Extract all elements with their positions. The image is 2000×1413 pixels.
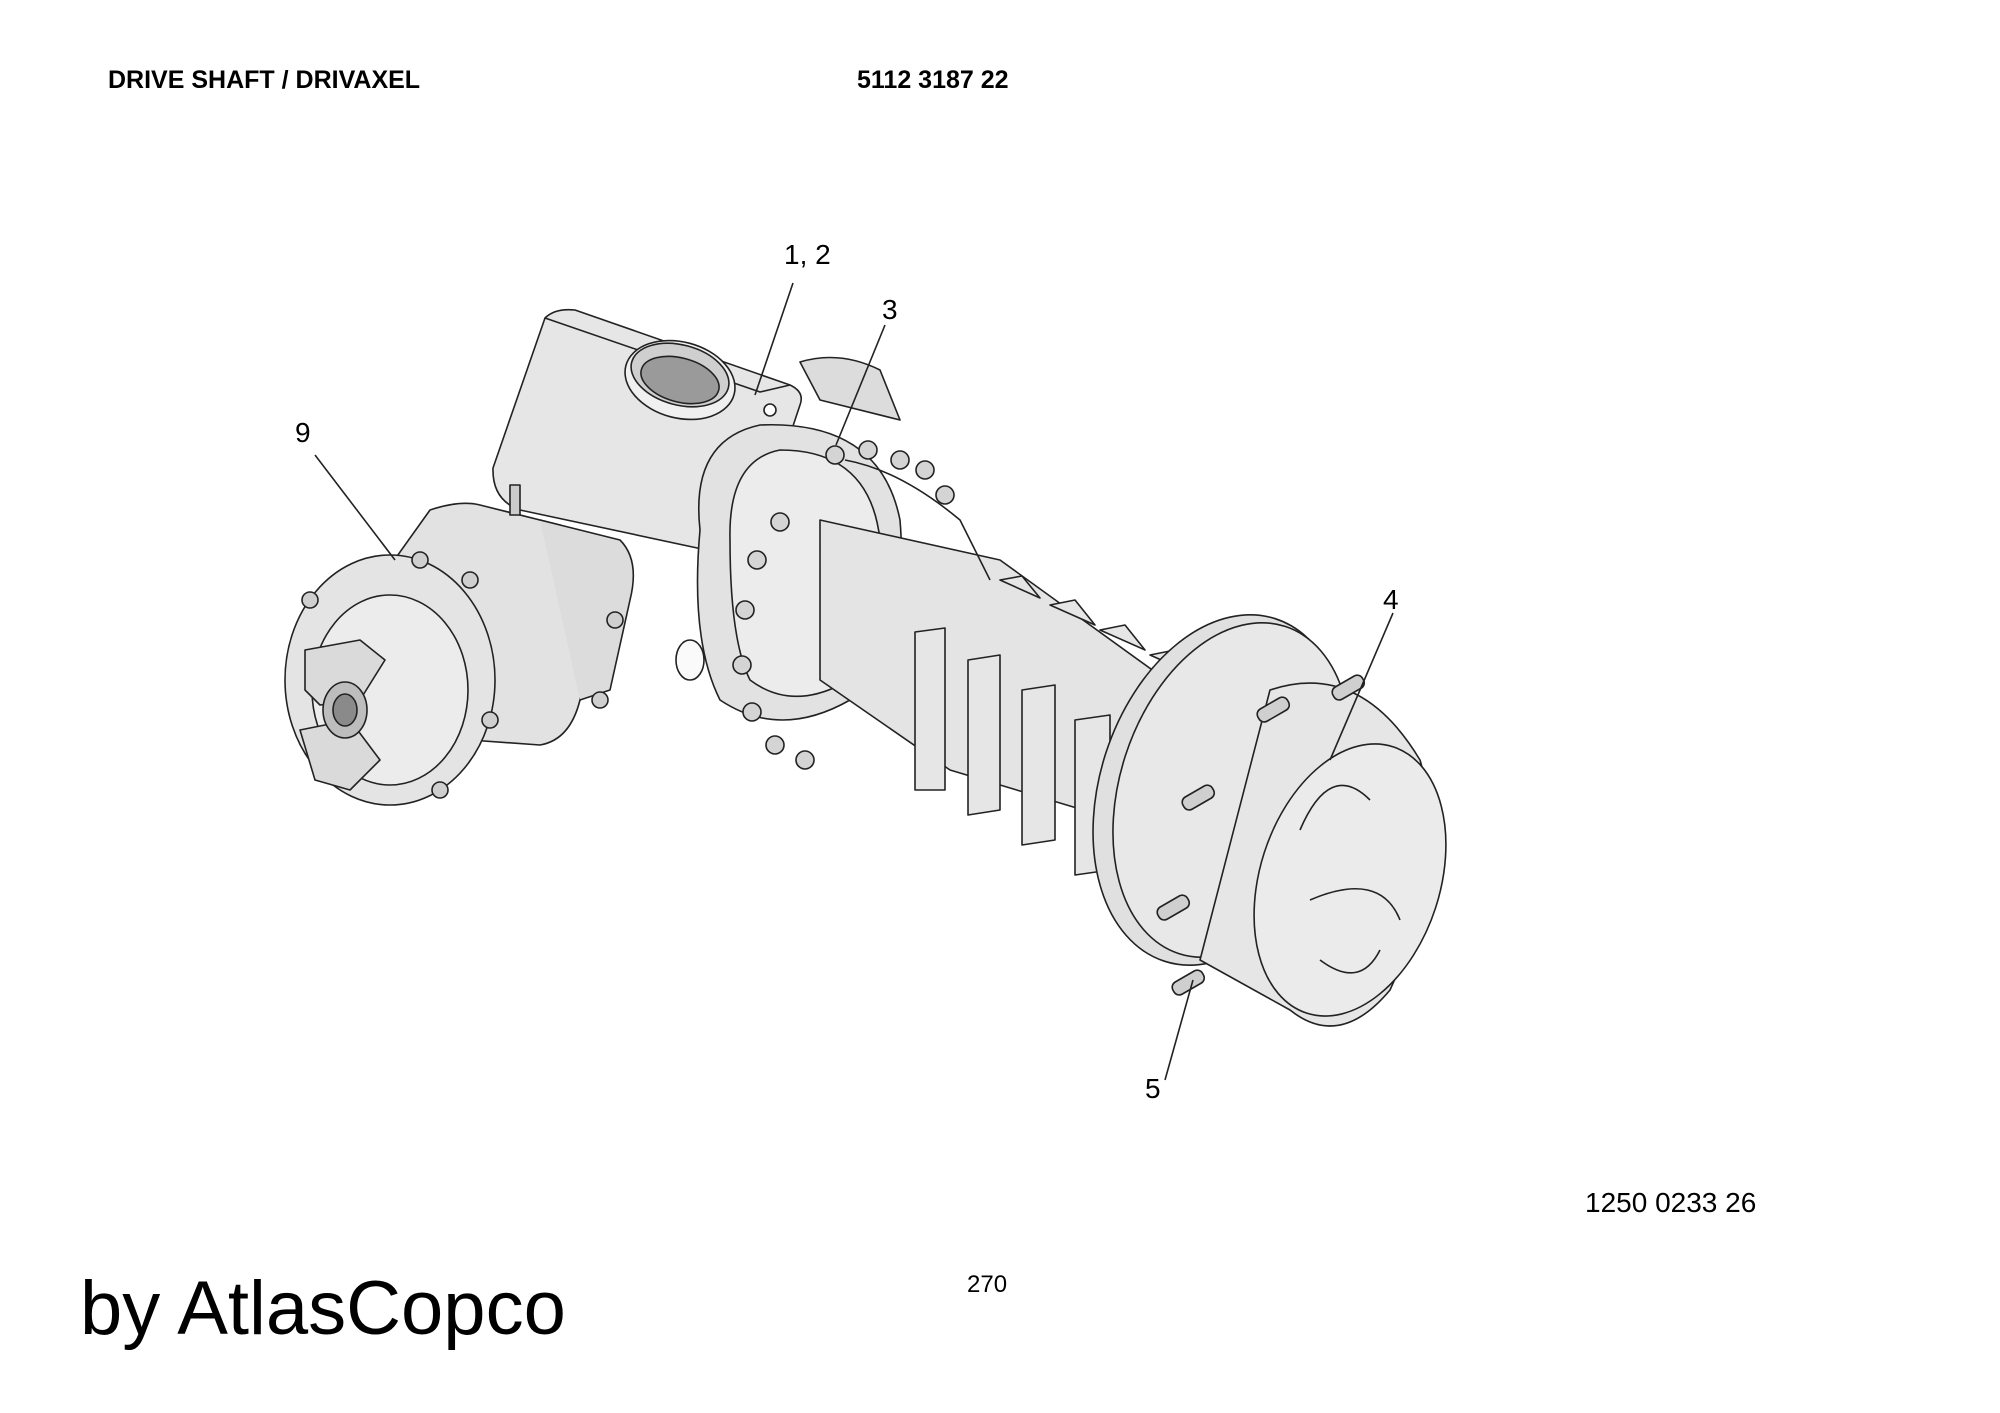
leader-lines — [314, 282, 1394, 1081]
hydraulic-motor — [284, 484, 635, 806]
leader-3 — [835, 324, 886, 446]
part-number: 5112 3187 22 — [857, 66, 1009, 94]
callout-1-2: 1, 2 — [784, 239, 831, 270]
center-housing — [492, 308, 901, 557]
leader-5 — [1164, 979, 1194, 1081]
figure-number: 1250 0233 26 — [1585, 1187, 1757, 1218]
page-number: 270 — [967, 1271, 1008, 1298]
leader-4 — [1329, 612, 1394, 761]
callout-9: 9 — [295, 417, 311, 448]
drawing-title: DRIVE SHAFT / DRIVAXEL — [108, 66, 421, 94]
leader-1-2 — [754, 282, 794, 396]
callout-4: 4 — [1383, 584, 1399, 615]
leader-9 — [314, 454, 396, 561]
brand-watermark: by AtlasCopco — [80, 1266, 566, 1351]
callout-5: 5 — [1145, 1073, 1161, 1104]
wheel-hub — [1092, 614, 1447, 1027]
callout-3: 3 — [882, 294, 898, 325]
flange-bolts — [732, 440, 955, 770]
